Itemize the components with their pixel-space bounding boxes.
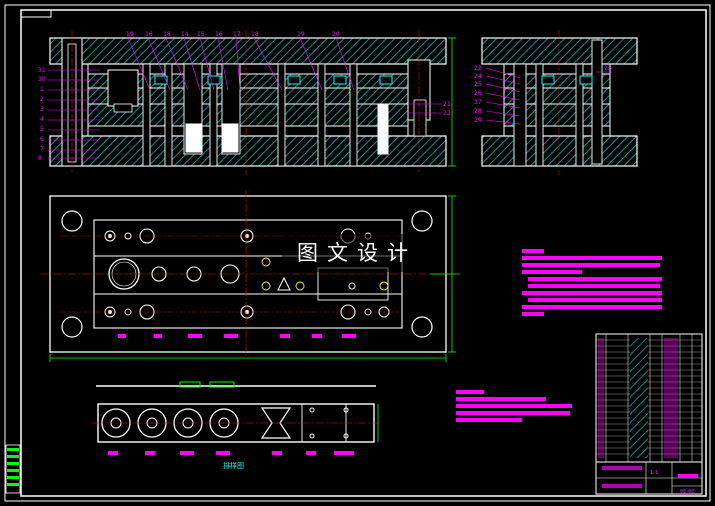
balloons-right: 21 22	[443, 101, 451, 117]
balloon-label: 19	[126, 31, 134, 38]
balloon-label: 2	[40, 96, 44, 103]
balloon-label: 8	[38, 155, 42, 162]
balloon-label: 17	[233, 31, 241, 38]
drawing-frame	[4, 4, 711, 502]
balloons-side: 22 24 25 26 27 28 29 23	[474, 65, 612, 124]
strip-layout-view	[92, 381, 380, 455]
balloon-label: 31	[38, 67, 46, 74]
balloon-label: 21	[443, 101, 451, 108]
tech-notes-bottom	[456, 390, 572, 422]
balloon-label: 19	[297, 31, 305, 38]
drawing-number: 01-00	[680, 489, 695, 495]
balloon-label: 18	[163, 31, 171, 38]
balloon-label: 22	[474, 65, 482, 72]
balloon-label: 28	[474, 108, 482, 115]
balloon-label: 5	[40, 126, 44, 133]
balloon-label: 18	[251, 31, 259, 38]
front-section-view	[48, 30, 456, 175]
balloon-label: 16	[145, 31, 153, 38]
balloon-label: 7	[40, 146, 44, 153]
balloon-label: 29	[474, 117, 482, 124]
balloons-top: 19 16 18 14 15 16 17 18 19 20	[126, 31, 340, 38]
parts-list-table	[595, 333, 703, 463]
balloon-label: 14	[181, 31, 189, 38]
balloon-label: 4	[40, 116, 44, 123]
balloon-label: 30	[38, 76, 46, 83]
balloon-label: 3	[40, 106, 44, 113]
balloons-left: 31 30 1 2 3 4 5 6 7 8	[38, 67, 46, 162]
side-section-view	[481, 30, 638, 175]
balloon-label: 20	[332, 31, 340, 38]
balloon-label: 25	[474, 81, 482, 88]
strip-layout-label: 排样图	[223, 462, 244, 470]
balloon-label: 1	[40, 86, 44, 93]
balloon-label: 6	[40, 136, 44, 143]
balloon-label: 24	[474, 73, 482, 80]
balloon-label: 15	[197, 31, 205, 38]
balloon-label: 26	[474, 90, 482, 97]
balloon-label: 22	[443, 110, 451, 117]
tech-notes-right	[522, 249, 662, 316]
scale-text: 1:1	[650, 470, 658, 476]
balloon-label: 27	[474, 99, 482, 106]
balloon-label: 23	[604, 65, 612, 72]
balloon-label: 16	[215, 31, 223, 38]
title-block: 1:1 01-00	[595, 461, 703, 495]
watermark-text: 图文设计	[282, 234, 432, 272]
plan-view	[40, 190, 460, 362]
left-edge-tags	[7, 448, 19, 486]
